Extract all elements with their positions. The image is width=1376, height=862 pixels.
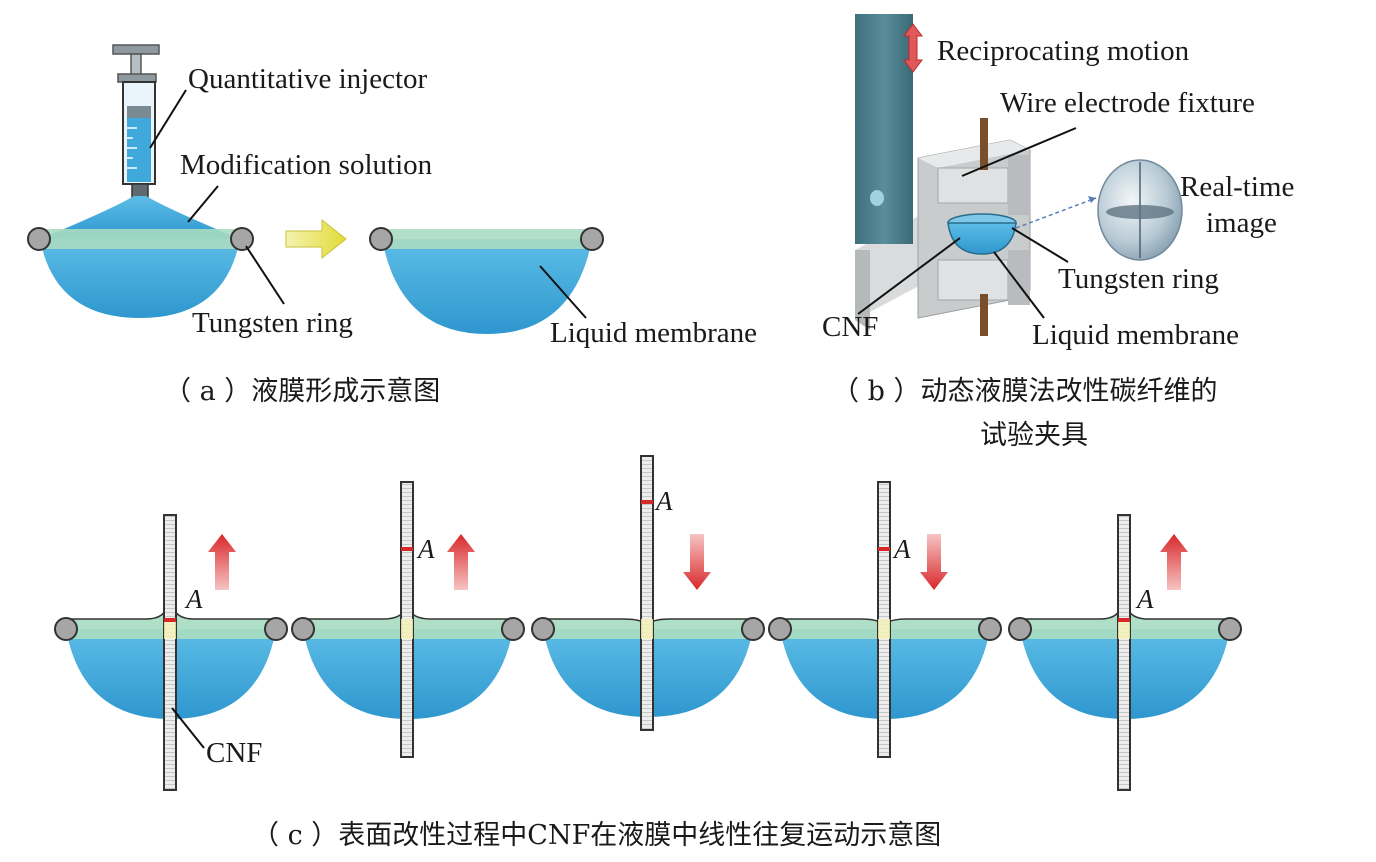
label-fixture: Wire electrode fixture bbox=[1000, 87, 1255, 119]
ring-node-icon bbox=[369, 227, 393, 251]
caption-b-line2: 试验夹具 bbox=[980, 420, 1088, 451]
caption-a: （ a ）液膜形成示意图 bbox=[164, 376, 440, 407]
ring-node-icon bbox=[978, 617, 1002, 641]
fixture-upper-jaw bbox=[937, 167, 1009, 204]
label-ring: Tungsten ring bbox=[192, 307, 353, 339]
ring-node-icon bbox=[531, 617, 555, 641]
projection-arrow-icon bbox=[1088, 196, 1096, 203]
ring-node-icon bbox=[1218, 617, 1242, 641]
membrane-bowl bbox=[947, 222, 1017, 255]
membrane-band bbox=[382, 229, 592, 249]
leader-line bbox=[149, 89, 187, 149]
label-membrane: Liquid membrane bbox=[550, 317, 757, 349]
ring-node-icon bbox=[741, 617, 765, 641]
leader-line bbox=[993, 251, 1045, 319]
ring-node-icon bbox=[27, 227, 51, 251]
electrode-rod bbox=[980, 118, 988, 170]
panel-a: Quantitative injector Modification solut… bbox=[27, 44, 757, 407]
ring-node-icon bbox=[230, 227, 254, 251]
ring-node-icon bbox=[1008, 617, 1032, 641]
point-a-mark bbox=[641, 500, 653, 504]
point-a-label: A bbox=[1135, 584, 1154, 614]
ring-node-icon bbox=[501, 617, 525, 641]
yellow-arrow-icon bbox=[285, 218, 347, 260]
label-realtime: Real-time bbox=[1180, 171, 1294, 203]
up-arrow-icon bbox=[1160, 534, 1188, 590]
ring-node-icon bbox=[768, 617, 792, 641]
leader-line bbox=[961, 127, 1077, 177]
contact-zone bbox=[1118, 619, 1130, 639]
membrane-band bbox=[40, 229, 240, 249]
contact-zone bbox=[164, 619, 176, 639]
projection-line bbox=[1015, 197, 1097, 229]
label-cnf-b: CNF bbox=[822, 311, 878, 343]
label-injector: Quantitative injector bbox=[188, 63, 428, 95]
point-a-mark bbox=[1118, 618, 1130, 622]
injector-icon bbox=[112, 44, 160, 199]
column-hole bbox=[870, 190, 884, 206]
panel-c: A A A A A bbox=[54, 455, 1242, 791]
fixture-side bbox=[1008, 155, 1030, 215]
ring-node-icon bbox=[291, 617, 315, 641]
up-arrow-icon bbox=[447, 534, 475, 590]
leader-line bbox=[1011, 227, 1069, 263]
cnf-rod bbox=[163, 514, 177, 791]
label-membrane-b: Liquid membrane bbox=[1032, 319, 1239, 351]
point-a-label: A bbox=[416, 534, 435, 564]
leader-line bbox=[539, 265, 587, 319]
point-a-label: A bbox=[892, 534, 911, 564]
point-a-label: A bbox=[184, 584, 203, 614]
liquid-bowl bbox=[40, 239, 240, 318]
leader-line bbox=[857, 237, 961, 315]
double-arrow-icon bbox=[903, 23, 923, 73]
down-arrow-icon bbox=[683, 534, 711, 590]
ring-node-icon bbox=[264, 617, 288, 641]
point-a-mark bbox=[164, 618, 176, 622]
point-a-mark bbox=[878, 547, 890, 551]
label-cnf-c: CNF bbox=[206, 737, 262, 769]
ring-node-icon bbox=[580, 227, 604, 251]
contact-zone bbox=[641, 619, 653, 639]
cnf-rod bbox=[1117, 514, 1131, 791]
fixture-base bbox=[855, 250, 870, 330]
label-motion: Reciprocating motion bbox=[937, 35, 1190, 67]
label-image: image bbox=[1206, 207, 1277, 239]
solution-droplet bbox=[40, 196, 240, 239]
fixture-lower-jaw bbox=[937, 259, 1009, 301]
fixture-top bbox=[918, 140, 1030, 168]
cnf-rod bbox=[640, 455, 654, 731]
column bbox=[855, 14, 913, 244]
caption-c: （ c ）表面改性过程中CNF在液膜中线性往复运动示意图 bbox=[252, 820, 941, 851]
leader-line bbox=[245, 245, 285, 305]
leader-line bbox=[187, 185, 219, 223]
up-arrow-icon bbox=[208, 534, 236, 590]
leader-line bbox=[171, 707, 205, 749]
point-a-mark bbox=[401, 547, 413, 551]
panel-b: Reciprocating motion Wire electrode fixt… bbox=[822, 14, 1294, 451]
down-arrow-icon bbox=[920, 534, 948, 590]
label-ring-b: Tungsten ring bbox=[1058, 263, 1219, 295]
ring-node-icon bbox=[54, 617, 78, 641]
liquid-bowl bbox=[382, 239, 592, 334]
caption-b-line1: （ b ）动态液膜法改性碳纤维的 bbox=[832, 376, 1217, 407]
point-a-label: A bbox=[654, 486, 673, 516]
label-solution: Modification solution bbox=[180, 149, 433, 181]
contact-zone bbox=[878, 619, 890, 639]
electrode-rod bbox=[980, 294, 988, 336]
realtime-image-line bbox=[1106, 205, 1174, 219]
contact-zone bbox=[401, 619, 413, 639]
